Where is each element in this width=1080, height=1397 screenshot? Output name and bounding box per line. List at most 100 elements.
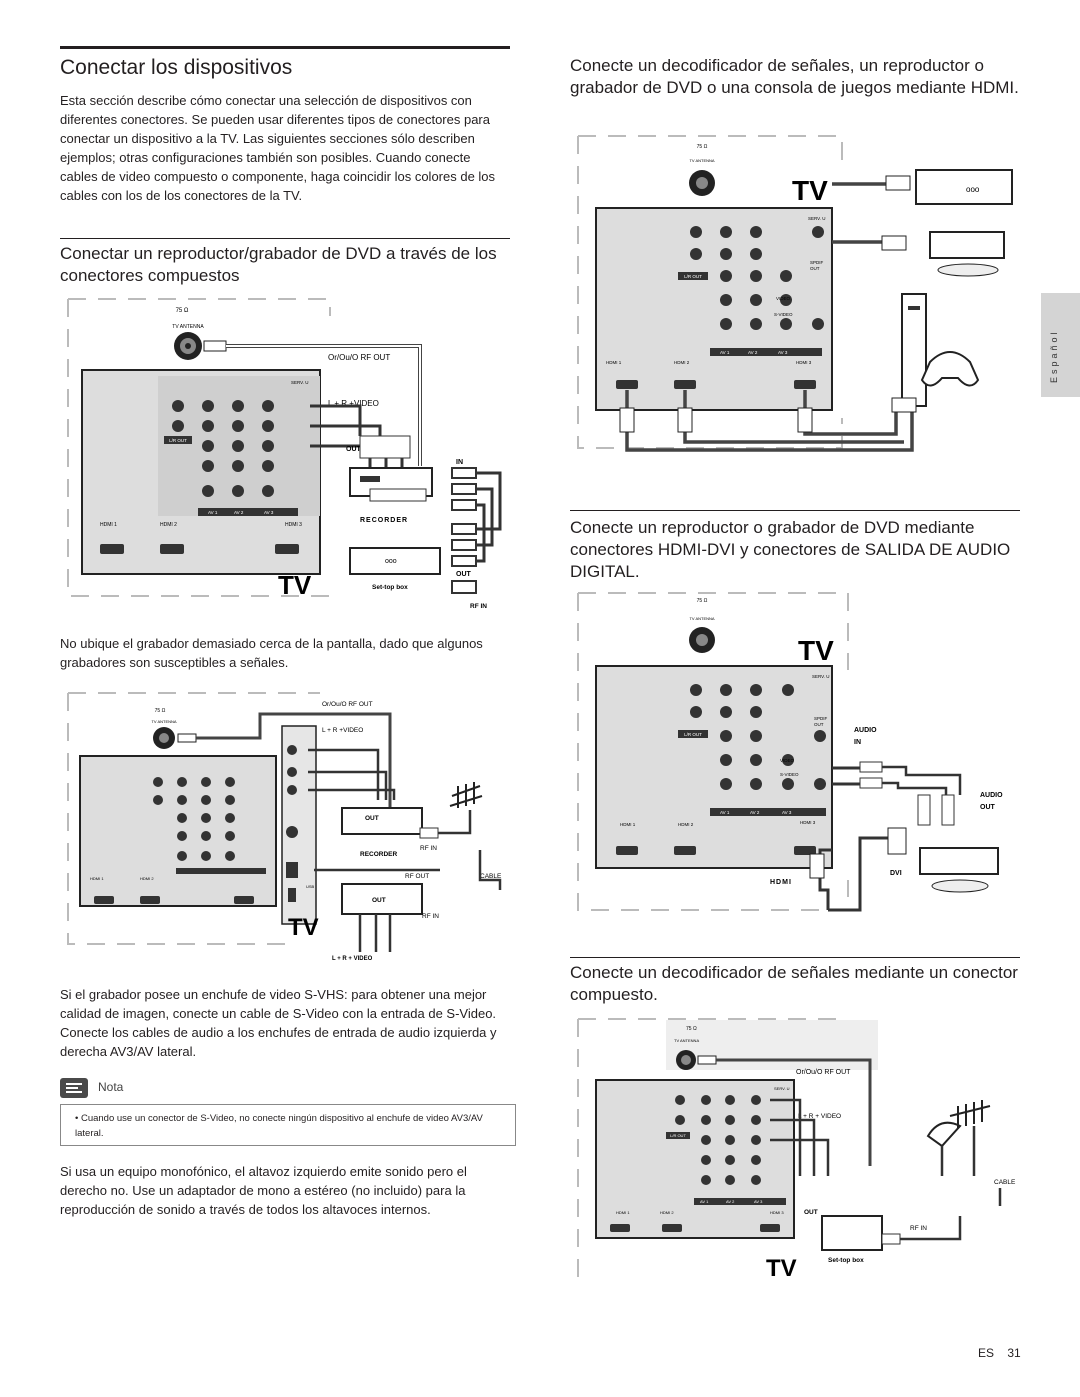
ohm-label: 75 Ω: [176, 308, 189, 314]
recorder-label: RECORDER: [360, 517, 408, 524]
tv-antenna-label-5: TV ANTENNA: [674, 1038, 699, 1043]
settop-label: Set-top box: [372, 584, 408, 591]
hdmi2-label: HDMI 2: [160, 522, 177, 528]
av1-label: AV 1: [208, 510, 218, 515]
av2-label-5: AV 2: [726, 1199, 735, 1204]
hdmi3-label-4: HDMI 3: [800, 820, 816, 825]
settop-label-5: Set-top box: [828, 1257, 864, 1264]
lr-out-label: L/R OUT: [169, 438, 187, 443]
heading-rule-4: [570, 957, 1020, 958]
recorder-distance-note: No ubique el grabador demasiado cerca de…: [60, 636, 483, 670]
rf-in-label-3: RF IN: [422, 913, 439, 920]
heading-dvd-composite: Conectar un reproductor/grabador de DVD …: [60, 244, 497, 285]
lr-out-label-3: L/R OUT: [684, 274, 702, 279]
footer-page-number: 31: [1007, 1346, 1021, 1360]
lr-out-label-4: L/R OUT: [684, 732, 702, 737]
recorder-label-2: RECORDER: [360, 851, 398, 858]
av1-label-4: AV 1: [720, 810, 730, 815]
tv-label-3: TV: [792, 175, 828, 206]
video-label-4: VIDEO: [780, 758, 795, 763]
ohm-label-4: 75 Ω: [697, 598, 708, 604]
out-label: OUT: [346, 446, 362, 453]
audio-in-label: AUDIO: [854, 727, 877, 734]
lr-video-label-5: L + R + VIDEO: [798, 1113, 841, 1120]
tv-antenna-label-3: TV ANTENNA: [689, 158, 714, 163]
hdmi1-label-4: HDMI 1: [620, 822, 636, 827]
diagram-decoder-composite: 75 Ω TV ANTENNA Or/Ou/O RF OUT L/R OUT S…: [570, 1016, 1020, 1284]
hdmi1-label: HDMI 1: [100, 522, 117, 528]
language-tab: Español: [1041, 293, 1080, 397]
tv-antenna-label-4: TV ANTENNA: [689, 616, 714, 621]
note-label: Nota: [98, 1080, 124, 1094]
rf-out2-label: RF OUT: [405, 873, 429, 880]
out-label-2: OUT: [456, 571, 472, 578]
heading-rule-3: [570, 510, 1020, 511]
serv-u-label-3: SERV. U: [808, 216, 826, 221]
av2-label-4: AV 2: [750, 810, 760, 815]
language-tab-label: Español: [1049, 329, 1059, 383]
av1-label-5: AV 1: [700, 1199, 709, 1204]
rf-in-label-2: RF IN: [420, 845, 437, 852]
footer-lang: ES: [978, 1346, 995, 1360]
hdmi2-label-3: HDMI 2: [674, 360, 690, 365]
diagram-recorder-settop: 75 Ω TV ANTENNA Or/Ou/O RF OUT L + R +VI…: [60, 690, 510, 962]
note-bullet-text: Cuando use un conector de S-Video, no co…: [75, 1113, 483, 1139]
title-rule: [60, 46, 510, 49]
spdif-label-3: SPDIF: [810, 260, 824, 265]
mono-paragraph: Si usa un equipo monofónico, el altavoz …: [60, 1164, 467, 1217]
tv-label-2: TV: [288, 914, 319, 941]
hdmi2-label-5: HDMI 2: [660, 1210, 674, 1215]
note-bullet: • Cuando use un conector de S-Video, no …: [75, 1113, 483, 1139]
serv-u-label-5: SERV. U: [774, 1086, 790, 1091]
usb-label: USB: [306, 884, 315, 889]
diagram-hdmi: 75 Ω TV ANTENNA TV L/R OUT SERV. U SPDIF…: [570, 128, 1020, 474]
settop-dots: ooo: [385, 558, 397, 565]
audio-in-sub-label: IN: [854, 739, 861, 746]
out-label-3: OUT: [365, 815, 379, 822]
hdmi3-label-3: HDMI 3: [796, 360, 812, 365]
av2-label: AV 2: [234, 510, 244, 515]
cable-label-5: CABLE: [994, 1179, 1016, 1186]
ohm-label-5: 75 Ω: [686, 1026, 697, 1032]
dvi-label: DVI: [890, 870, 902, 877]
hdmi-label-4: HDMI: [770, 879, 792, 886]
tv-antenna-label: TV ANTENNA: [172, 324, 204, 330]
heading-decoder-composite: Conecte un decodificador de señales medi…: [570, 963, 1018, 1004]
out-label-5: OUT: [804, 1209, 818, 1216]
audio-out-label: AUDIO: [980, 792, 1003, 799]
ohm-label-3: 75 Ω: [697, 144, 708, 150]
spdif-out-label-4: OUT: [814, 722, 824, 727]
lr-video-label-3: L + R + VIDEO: [332, 956, 373, 962]
heading-hdmi: Conecte un decodificador de señales, un …: [570, 56, 1019, 97]
tv-antenna-label-2: TV ANTENNA: [151, 719, 176, 724]
hdmi2-label-2: HDMI 2: [140, 876, 154, 881]
rf-out-label: Or/Ou/O RF OUT: [328, 353, 390, 362]
heading-hdmi-dvi: Conecte un reproductor o grabador de DVD…: [570, 518, 1011, 581]
out-label-4: OUT: [372, 897, 386, 904]
spdif-label-4: SPDIF: [814, 716, 828, 721]
in-label: IN: [456, 459, 463, 466]
intro-paragraph: Esta sección describe cómo conectar una …: [60, 93, 496, 203]
hdmi1-label-3: HDMI 1: [606, 360, 622, 365]
settop-dots-3: ooo: [966, 185, 980, 194]
note-icon: [60, 1078, 88, 1098]
av3-label-4: AV 3: [782, 810, 792, 815]
av3-label: AV 3: [264, 510, 274, 515]
page-footer: ES 31: [978, 1346, 1021, 1360]
rf-out-label-2: Or/Ou/O RF OUT: [322, 701, 373, 708]
rf-out-label-5: Or/Ou/O RF OUT: [796, 1069, 851, 1076]
hdmi3-label-5: HDMI 3: [770, 1210, 784, 1215]
tv-label-4: TV: [798, 635, 834, 666]
tv-label: TV: [278, 570, 312, 600]
svideo-label-4: S-VIDEO: [780, 772, 799, 777]
serv-u-label-4: SERV. U: [812, 674, 830, 679]
svideo-label-3: S-VIDEO: [774, 312, 793, 317]
audio-out-sub-label: OUT: [980, 804, 996, 811]
av1-label-3: AV 1: [720, 350, 730, 355]
svhs-paragraph: Si el grabador posee un enchufe de video…: [60, 987, 497, 1059]
spdif-out-label-3: OUT: [810, 266, 820, 271]
diagram-hdmi-dvi: 75 Ω TV ANTENNA TV L/R OUT SERV. U SPDIF…: [570, 590, 1020, 920]
av3-label-3: AV 3: [778, 350, 788, 355]
lr-out-label-5: L/R OUT: [670, 1133, 686, 1138]
tv-label-5: TV: [766, 1255, 797, 1282]
